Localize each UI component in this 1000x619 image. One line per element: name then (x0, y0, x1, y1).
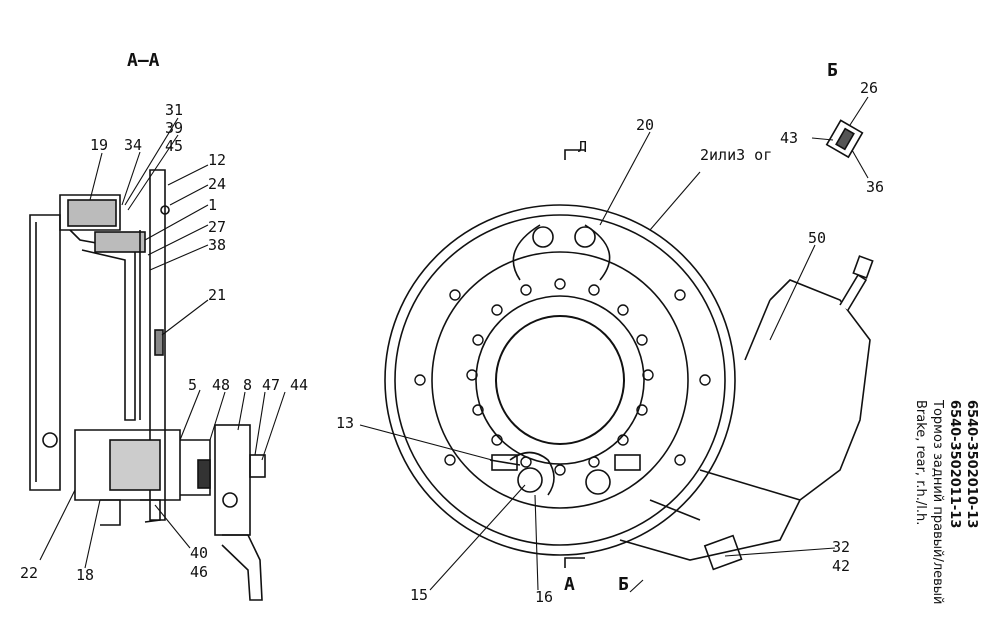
cut-mark-top (564, 149, 585, 160)
callout-18: 18 (76, 566, 94, 584)
callout-47: 47 (262, 376, 280, 394)
callout-50: 50 (808, 229, 826, 247)
detail-b-title: Б (827, 60, 838, 81)
callout-43: 43 (780, 129, 798, 147)
title-en: Brake, rear, r.h./l.h. (913, 400, 928, 526)
brake-chamber (619, 255, 874, 571)
callout-21: 21 (208, 286, 226, 304)
callout-36: 36 (866, 178, 884, 196)
callout-27: 27 (208, 218, 226, 236)
brake-front-view (384, 204, 736, 556)
cut-a-label: А (564, 574, 575, 595)
title-ru: Тормоз задний правый/левый (930, 400, 945, 605)
callout-22: 22 (20, 564, 38, 582)
cut-mark-bottom (564, 557, 585, 568)
callout-12: 12 (208, 151, 226, 169)
part-number-rh: 6540-3502010-13 (964, 400, 979, 529)
callout-45: 45 (165, 137, 183, 155)
callout-31: 31 (165, 101, 183, 119)
title-block: 6540-3502010-13 6540-3502011-13 Тормоз з… (913, 240, 1000, 605)
callout-5: 5 (188, 376, 197, 394)
callout-labels: 31 39 45 19 34 12 24 1 27 38 21 5 48 8 4… (20, 79, 884, 606)
callout-39: 39 (165, 119, 183, 137)
callout-16: 16 (535, 588, 553, 606)
callout-20: 20 (636, 116, 654, 134)
note-2-or-3: 2или3 ог (700, 146, 772, 164)
cut-b-label: Б (618, 574, 629, 595)
callout-38: 38 (208, 236, 226, 254)
callout-19: 19 (90, 136, 108, 154)
callout-42: 42 (832, 557, 850, 575)
title-rotated: 6540-3502010-13 6540-3502011-13 Тормоз з… (912, 400, 980, 605)
callout-40: 40 (190, 544, 208, 562)
callout-15: 15 (410, 586, 428, 604)
callout-8: 8 (243, 376, 252, 394)
callout-44: 44 (290, 376, 308, 394)
callout-48: 48 (212, 376, 230, 394)
detail-b (825, 119, 864, 159)
callout-46: 46 (190, 563, 208, 581)
section-aa-title: А–А (127, 50, 160, 71)
callout-24: 24 (208, 175, 226, 193)
callout-32: 32 (832, 538, 850, 556)
callout-34: 34 (124, 136, 142, 154)
callout-13: 13 (336, 414, 354, 432)
cut-top-label: Л (578, 138, 587, 156)
callout-26: 26 (860, 79, 878, 97)
section-aa-drawing (29, 169, 266, 601)
leader-lines (39, 96, 869, 593)
part-number-lh: 6540-3502011-13 (947, 400, 962, 529)
callout-1: 1 (208, 196, 217, 214)
